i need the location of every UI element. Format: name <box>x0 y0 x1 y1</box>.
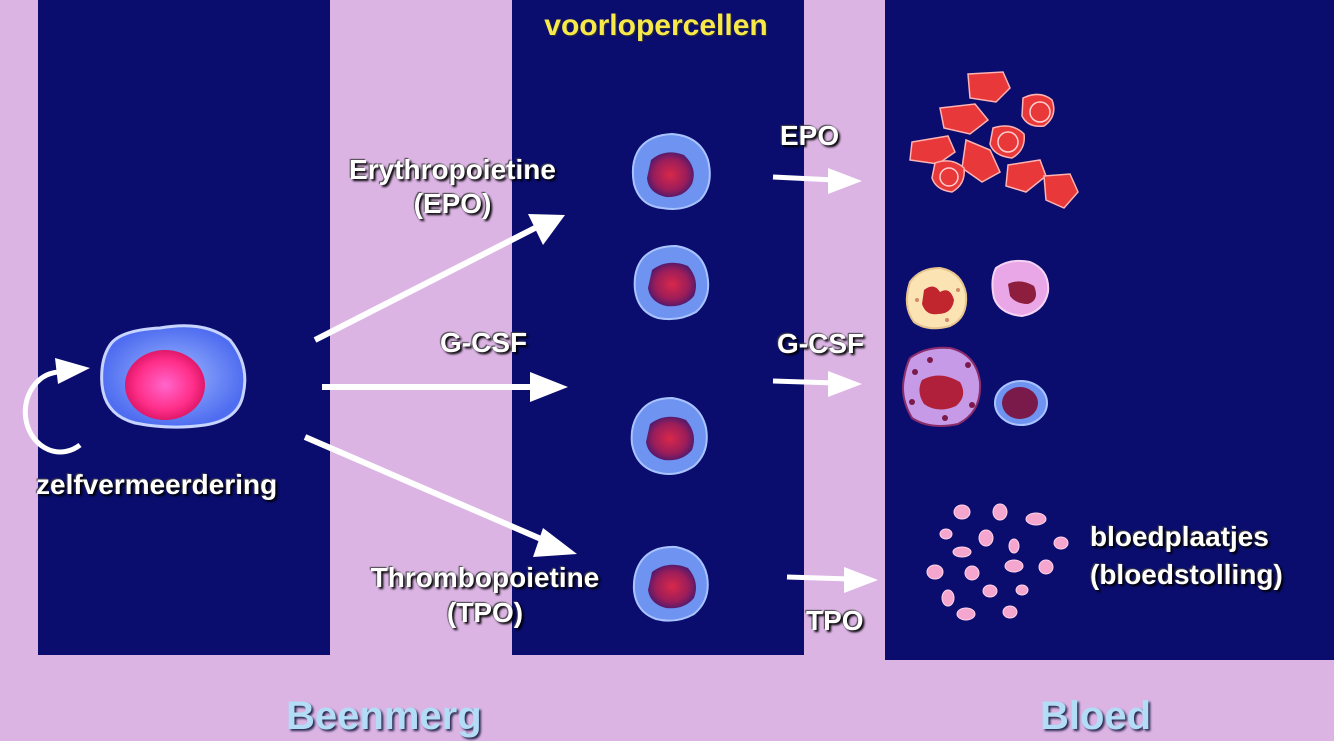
red-blood-cells <box>909 71 1079 209</box>
platelets-label: bloedplaatjes <box>1090 521 1269 552</box>
arrow-epo <box>772 168 862 194</box>
page-title: voorlopercellen <box>544 9 768 42</box>
epo-factor-abbr: (EPO) <box>413 188 492 219</box>
stem-cell <box>100 324 247 429</box>
neutrophil <box>905 266 968 330</box>
eosinophil <box>902 346 982 427</box>
progenitor-cell <box>630 396 708 475</box>
monocyte <box>991 259 1050 318</box>
self-renewal-arrow <box>22 358 90 455</box>
arrow-to-erythroid-progenitor <box>313 214 565 343</box>
footer-blood: Bloed <box>1040 694 1152 738</box>
progenitor-cell <box>632 545 709 622</box>
progenitor-cell <box>631 132 711 210</box>
gcsf-label-right: G-CSF <box>777 328 865 359</box>
tpo-factor-name: Thrombopoietine <box>370 562 600 593</box>
arrow-to-megakaryocyte-progenitor <box>303 434 577 557</box>
arrow-tpo <box>786 567 878 593</box>
arrow-gcsf <box>772 371 862 397</box>
footer-bone-marrow: Beenmerg <box>286 694 482 738</box>
tpo-label-right: TPO <box>806 605 864 636</box>
epo-factor-name: Erythropoietine <box>349 154 556 185</box>
progenitor-cell <box>633 244 710 321</box>
epo-label-right: EPO <box>780 120 840 151</box>
platelets <box>926 503 1069 621</box>
tpo-factor-abbr: (TPO) <box>446 597 524 628</box>
lymphocyte <box>994 380 1048 426</box>
arrow-to-myeloid-progenitor <box>322 372 568 402</box>
platelets-sublabel: (bloedstolling) <box>1090 559 1283 590</box>
self-renewal-label: zelfvermeerdering <box>36 469 278 500</box>
gcsf-factor-left: G-CSF <box>440 327 528 358</box>
